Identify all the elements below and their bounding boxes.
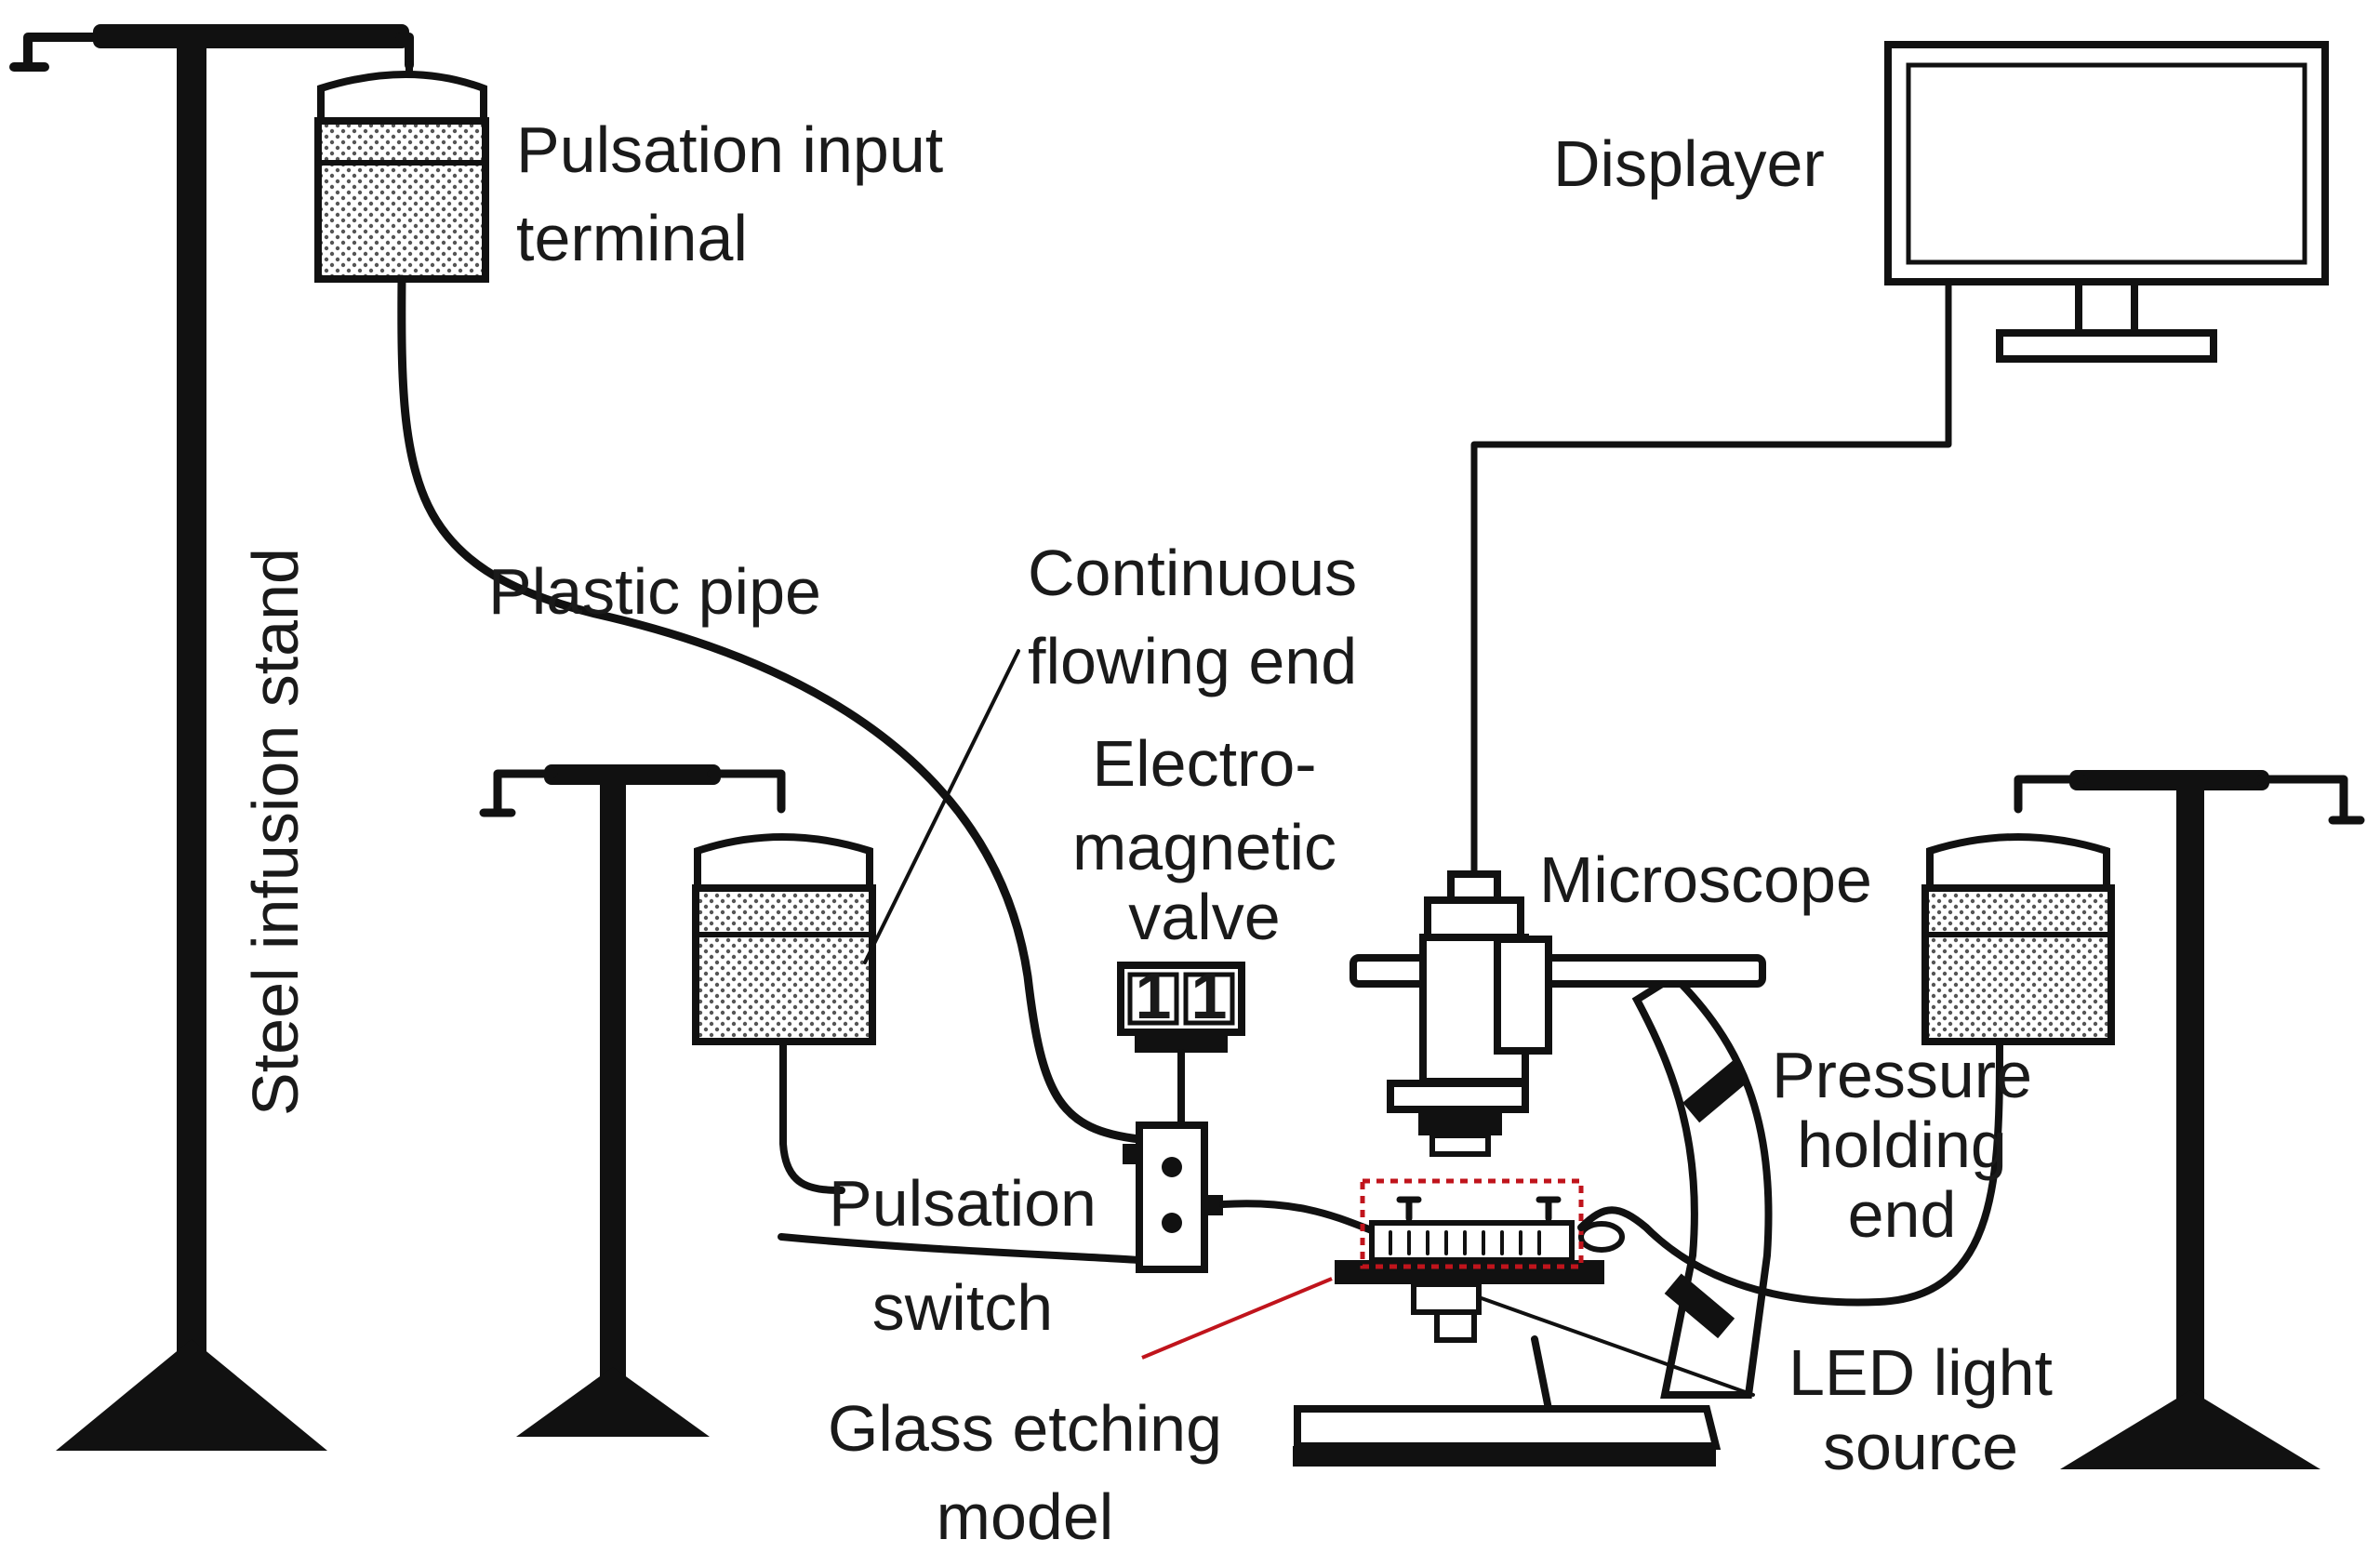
valve-digit-right: 1 (1191, 960, 1228, 1032)
label-pressure-holding-end-2: holding (1797, 1108, 2007, 1181)
label-continuous-flowing-end-2: flowing end (1028, 625, 1357, 697)
label-led-light-source-2: source (1823, 1411, 2018, 1483)
label-electromagnetic-valve-1: Electro- (1092, 727, 1316, 800)
label-pulsation-switch-1: Pulsation (829, 1167, 1097, 1240)
continuous-flowing-bottle (692, 833, 876, 1045)
label-pulsation-input-terminal-1: Pulsation input (516, 113, 943, 186)
pressure-holding-tube (1577, 1038, 2003, 1307)
electromagnetic-valve: 1 1 (1117, 960, 1245, 1129)
pressure-holding-bottle (1921, 833, 2115, 1045)
label-displayer: Displayer (1553, 127, 1825, 200)
label-plastic-pipe: Plastic pipe (488, 555, 821, 628)
steel-infusion-stand-middle (479, 764, 786, 1437)
label-pressure-holding-end-3: end (1848, 1178, 1957, 1251)
label-continuous-flowing-end-1: Continuous (1028, 537, 1357, 609)
label-glass-etching-model-1: Glass etching (828, 1392, 1222, 1465)
switch-inlet-tube (778, 1233, 1143, 1264)
glass-etching-pointer (1141, 1277, 1333, 1360)
microscope (1293, 870, 1773, 1467)
label-steel-infusion-stand: Steel infusion stand (239, 548, 312, 1116)
label-microscope: Microscope (1539, 843, 1872, 916)
switch-to-model-tube (1219, 1200, 1380, 1236)
steel-infusion-stand-right (2014, 770, 2365, 1469)
label-electromagnetic-valve-2: magnetic (1072, 811, 1336, 883)
continuous-flowing-end-leader (863, 649, 1020, 964)
label-pulsation-switch-2: switch (872, 1271, 1053, 1344)
pulsation-switch-block (1123, 1122, 1223, 1273)
glass-etching-model (1360, 1178, 1625, 1269)
label-pressure-holding-end-1: Pressure (1772, 1039, 2032, 1111)
continuous-flow-tube (779, 1038, 845, 1194)
label-glass-etching-model-2: model (937, 1480, 1114, 1553)
valve-digit-left: 1 (1136, 960, 1172, 1032)
label-pulsation-input-terminal-2: terminal (516, 202, 748, 274)
display-cable (1470, 278, 1952, 878)
label-electromagnetic-valve-3: valve (1128, 881, 1280, 953)
steel-infusion-stand-left (9, 24, 414, 1451)
led-light-leader (1477, 1295, 1755, 1397)
label-led-light-source-1: LED light (1788, 1336, 2053, 1409)
plastic-pipe (397, 274, 1144, 1144)
pulsation-input-bottle (314, 61, 489, 283)
displayer-monitor (1884, 41, 2329, 363)
